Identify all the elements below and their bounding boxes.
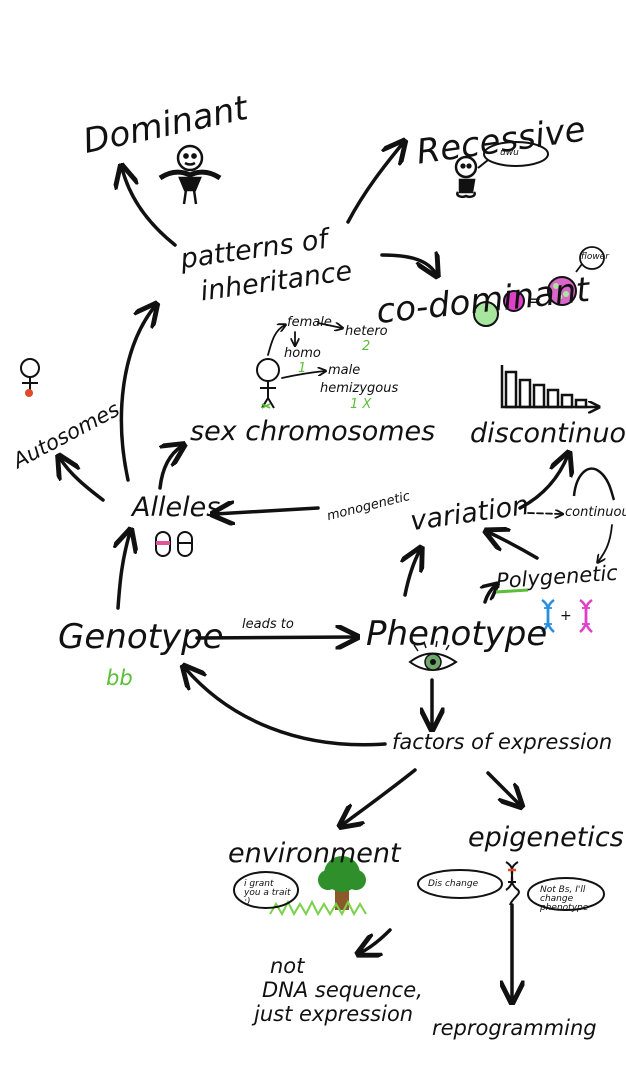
svg-text:+: + (560, 608, 572, 624)
node-genotype: Genotype (58, 617, 224, 657)
dna-strand-icon (505, 861, 520, 906)
dna-helix-icon: + (541, 598, 593, 633)
env-bubble (233, 871, 299, 909)
label-leads-to: leads to (242, 617, 294, 632)
node-not-dna-line3: just expression (254, 1002, 414, 1026)
label-hemizygous: hemizygous (320, 381, 399, 396)
node-factors: factors of expression (392, 730, 613, 754)
stick-figure-small-icon (256, 358, 280, 409)
arrow-factors-to-genotype (185, 668, 387, 747)
arrow-mono-to-alleles (215, 508, 320, 514)
label-male: male (328, 363, 361, 378)
node-phenotype: Phenotype (366, 614, 548, 654)
arrow-phenotype-to-variation (405, 550, 420, 597)
genotype-example-bb: bb (106, 666, 133, 690)
arrow-factors-to-environment (342, 768, 417, 825)
codominant-circles-icon: = (473, 246, 605, 327)
arrow-female-to-hetero (317, 322, 342, 328)
arrow-genotype-to-phenotype (195, 637, 355, 638)
epi-bubble-right-text: Not Bs, I'll change phenotype (540, 885, 589, 913)
arrow-patterns-to-recessive (346, 143, 403, 224)
bar-chart-icon (500, 365, 598, 407)
node-environment: environment (228, 838, 401, 869)
stick-figure-strong-icon (158, 144, 222, 205)
eye-icon (408, 640, 458, 671)
tree-icon (269, 856, 367, 917)
polygenetic-underline (495, 588, 529, 594)
recessive-bubble-text: uwu (500, 148, 519, 158)
arrow-variation-to-continuous (527, 513, 562, 514)
label-two: 2 (362, 339, 371, 354)
allele-pills-icon (155, 531, 193, 557)
arrow-alleles-to-autosomes (60, 458, 105, 502)
arrow-variation-to-discontinuous (518, 455, 568, 510)
node-not-dna-line2: DNA sequence, (262, 978, 423, 1002)
arrow-poly-up (485, 585, 496, 604)
label-one-x: 1 X (350, 397, 372, 412)
arrow-alleles-to-sex (158, 446, 182, 490)
node-sex-chromosomes: sex chromosomes (190, 416, 436, 447)
label-continuous: continuous (565, 505, 626, 520)
pin-figure-icon (20, 358, 40, 397)
curve-icon (572, 467, 616, 501)
arrow-figure-to-male (281, 371, 325, 379)
epi-bubble-right-shape (527, 877, 605, 911)
stick-figure-sad-icon (454, 141, 549, 199)
arrow-genotype-to-alleles (118, 532, 130, 610)
node-epigenetics: epigenetics (468, 822, 624, 853)
label-hetero: hetero (345, 324, 388, 339)
label-female: female (287, 315, 332, 330)
node-alleles: Alleles (132, 492, 221, 523)
arrow-env-to-notdna (360, 928, 392, 953)
svg-text:=: = (528, 291, 541, 310)
label-homo: homo (284, 346, 321, 361)
label-one: 1 (298, 361, 307, 376)
epi-bubble-left-text: Dis change (428, 879, 479, 889)
node-not-dna-line1: not (270, 954, 305, 978)
arrow-poly-to-variation (488, 532, 539, 560)
codominant-bubble-text: flower (581, 252, 609, 262)
env-bubble-text: i grant you a trait :) (244, 879, 291, 907)
node-discontinuous: discontinuous (470, 418, 626, 449)
arrow-continuous-to-polygenetic (598, 524, 613, 562)
arrow-factors-to-epigenetics (486, 771, 520, 805)
arrow-patterns-to-codominant (380, 255, 436, 274)
arrow-alleles-to-patterns (119, 306, 155, 482)
arrow-figure-to-female (267, 325, 285, 356)
epi-bubble-left-shape (417, 869, 503, 899)
node-reprogramming: reprogramming (432, 1016, 597, 1040)
arrow-patterns-to-dominant (122, 168, 177, 247)
